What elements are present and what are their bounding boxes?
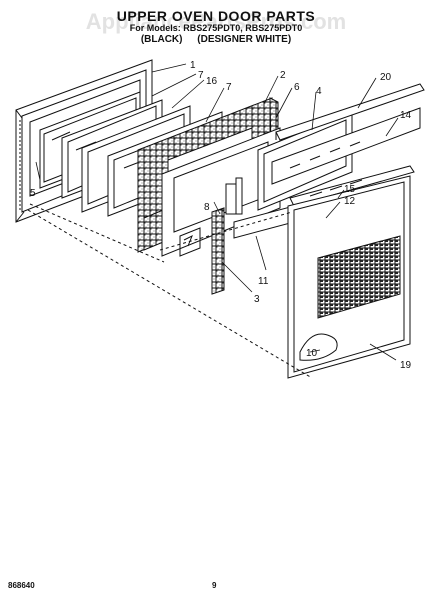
callout-19: 19 bbox=[400, 360, 412, 371]
callout-14: 14 bbox=[400, 110, 412, 121]
callout-10: 10 bbox=[306, 348, 318, 359]
callout-7a: 7 bbox=[198, 70, 204, 81]
vent-panel-part bbox=[271, 107, 421, 185]
callout-12: 12 bbox=[344, 196, 356, 207]
alignment-lines bbox=[27, 203, 313, 379]
callout-8: 8 bbox=[204, 202, 210, 213]
callout-16: 16 bbox=[206, 76, 218, 87]
page-number: 9 bbox=[212, 581, 217, 590]
document-code: 868640 bbox=[8, 581, 35, 590]
color-variants: (BLACK) (DESIGNER WHITE) bbox=[0, 34, 432, 45]
side-insulation-strip bbox=[211, 207, 225, 295]
callout-11: 11 bbox=[258, 276, 269, 287]
door-inner-frame bbox=[161, 127, 281, 257]
callout-4: 4 bbox=[316, 86, 322, 97]
page-title: UPPER OVEN DOOR PARTS bbox=[116, 8, 316, 24]
callout-3: 3 bbox=[254, 294, 260, 305]
callout-20: 20 bbox=[380, 72, 392, 83]
handle-bar-part bbox=[289, 165, 415, 207]
callout-7b: 7 bbox=[226, 82, 232, 93]
variant-designer-white: (DESIGNER WHITE) bbox=[197, 34, 292, 45]
top-trim-part bbox=[275, 83, 425, 141]
callout-1: 1 bbox=[190, 60, 196, 71]
callout-6: 6 bbox=[294, 82, 300, 93]
bracket-part bbox=[225, 177, 243, 215]
variant-black: (BLACK) bbox=[140, 34, 183, 45]
leader-lines bbox=[35, 63, 399, 361]
outer-door-panel bbox=[287, 175, 411, 379]
callout-5: 5 bbox=[30, 188, 36, 199]
callout-15: 15 bbox=[344, 184, 356, 195]
callout-2: 2 bbox=[280, 70, 286, 81]
model-numbers: For Models: RBS275PDT0, RBS275PDT0 bbox=[129, 23, 303, 33]
